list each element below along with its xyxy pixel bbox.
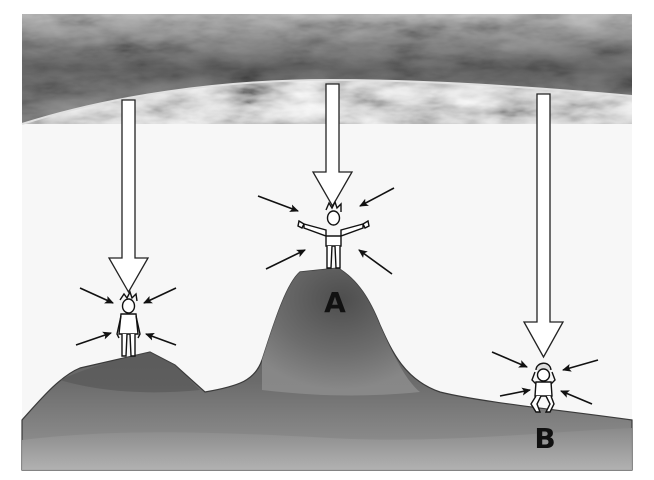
atmosphere-edge [21, 78, 633, 125]
gravity-arrow-a [311, 83, 354, 208]
label-b: B [534, 422, 555, 455]
cloud-band [22, 14, 632, 124]
figure-left [116, 290, 141, 357]
terrain-base [22, 428, 632, 470]
figure-a [297, 200, 370, 269]
mountain-peak-a [262, 268, 420, 396]
pressure-arrows-b [491, 351, 599, 405]
pressure-arrows-a [257, 187, 395, 275]
pressure-arrows-left [75, 287, 177, 346]
gravity-arrow-left [107, 99, 150, 294]
gravity-arrow-b [522, 93, 565, 359]
figure-b [530, 362, 556, 413]
hill-left [60, 352, 200, 393]
label-a: A [324, 286, 346, 319]
